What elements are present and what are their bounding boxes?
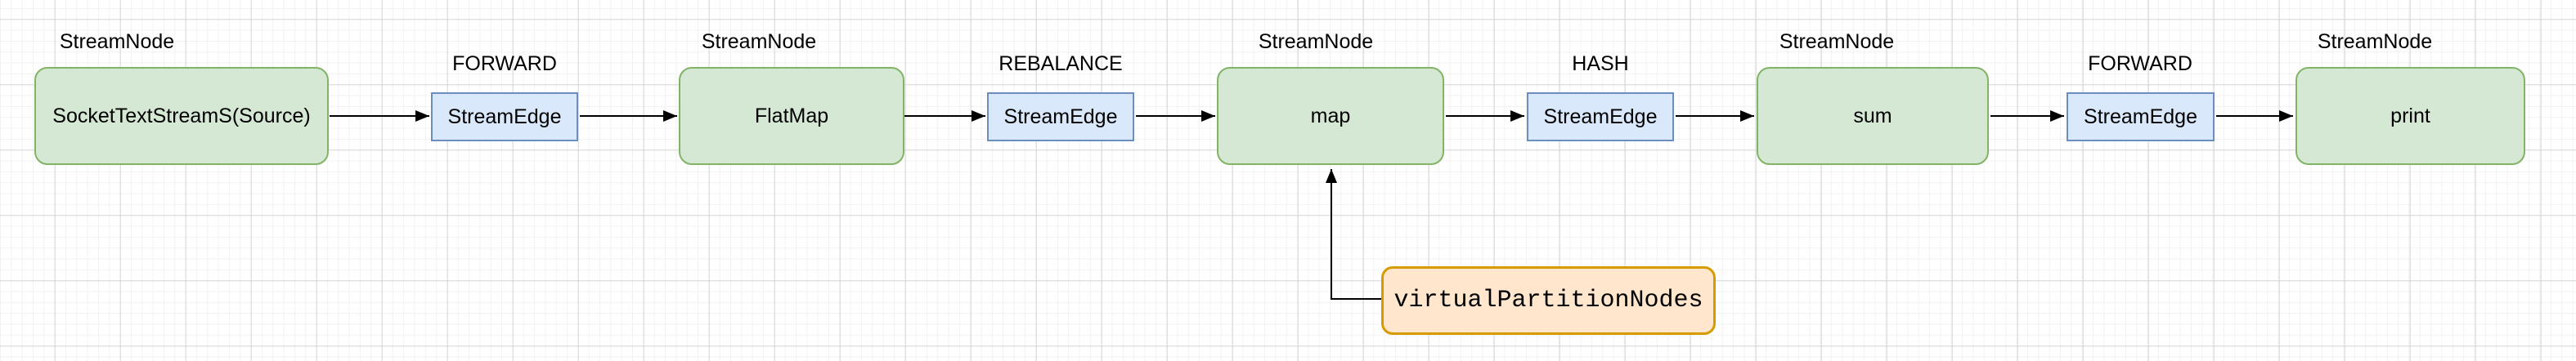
node-type-label-sum: StreamNode (1779, 30, 1895, 53)
stream-edge-3[interactable]: StreamEdge (1527, 92, 1674, 141)
node-type-label-print: StreamNode (2317, 30, 2433, 53)
stream-node-sum[interactable]: sum (1757, 67, 1989, 165)
partition-label-forward-1: FORWARD (452, 52, 557, 75)
stream-edge-4[interactable]: StreamEdge (2067, 92, 2215, 141)
partition-label-hash: HASH (1572, 52, 1629, 75)
partition-label-forward-2: FORWARD (2088, 52, 2192, 75)
stream-node-print[interactable]: print (2296, 67, 2525, 165)
node-type-label-flatmap: StreamNode (701, 30, 817, 53)
node-type-label-source: StreamNode (59, 30, 175, 53)
stream-node-source[interactable]: SocketTextStreamS(Source) (34, 67, 329, 165)
connector-virtualpartitionnodes-to-map[interactable] (1326, 169, 1381, 300)
stream-node-map[interactable]: map (1217, 67, 1444, 165)
partition-label-rebalance: REBALANCE (999, 52, 1123, 75)
virtual-partition-nodes-box[interactable]: virtualPartitionNodes (1381, 266, 1716, 335)
stream-edge-2[interactable]: StreamEdge (987, 92, 1134, 141)
stream-edge-1[interactable]: StreamEdge (431, 92, 578, 141)
stream-node-flatmap[interactable]: FlatMap (679, 67, 904, 165)
node-type-label-map: StreamNode (1258, 30, 1374, 53)
